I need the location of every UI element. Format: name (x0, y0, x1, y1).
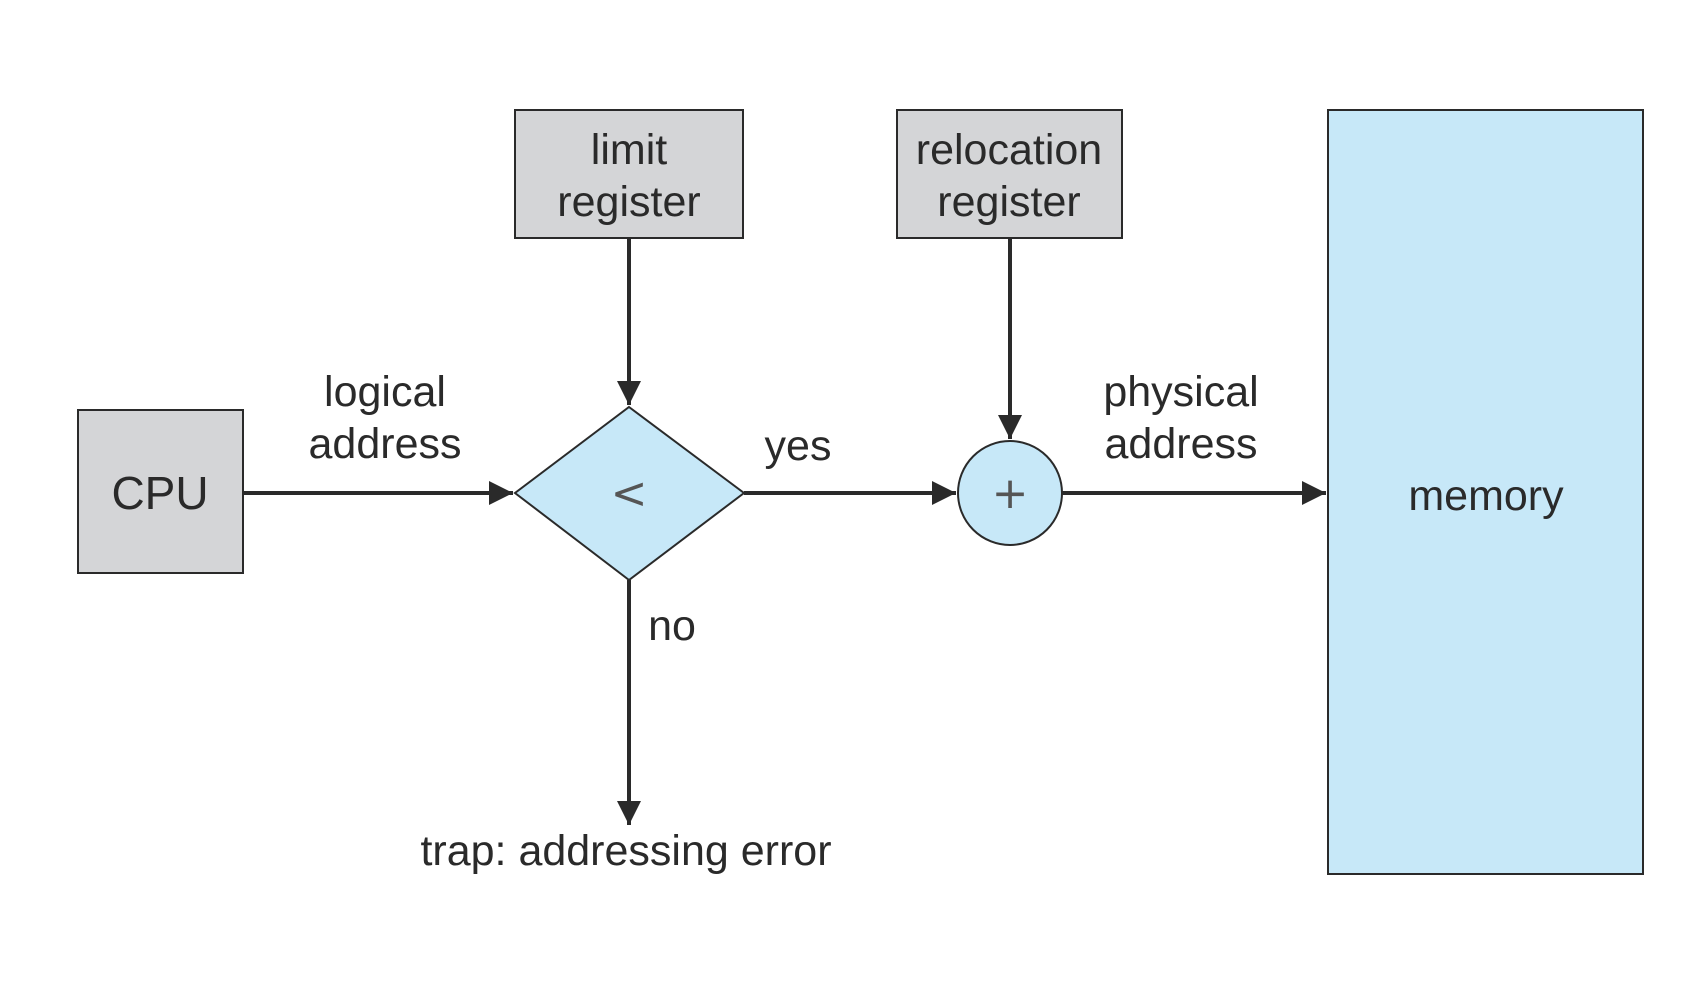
yes-label: yes (765, 422, 832, 470)
limit-register-node: limit register (514, 109, 744, 239)
limit-register-label-line1: limit (591, 126, 667, 174)
memory-node: memory (1327, 109, 1644, 875)
comparator-node: < (513, 405, 746, 582)
relocation-register-node: relocation register (896, 109, 1123, 239)
limit-register-label-line2: register (557, 178, 700, 226)
plus-symbol: + (992, 468, 1029, 519)
relocation-register-label-line1: relocation (916, 126, 1102, 174)
physical-address-label-line2: address (1105, 420, 1258, 468)
less-than-symbol: < (611, 468, 648, 519)
relocation-register-label-line2: register (937, 178, 1080, 226)
logical-address-label-line2: address (309, 420, 462, 468)
adder-node: + (957, 440, 1063, 546)
cpu-label: CPU (111, 467, 208, 519)
no-label: no (648, 602, 696, 650)
trap-addressing-error-label: trap: addressing error (420, 827, 831, 875)
cpu-node: CPU (77, 409, 244, 574)
logical-address-label-line1: logical (324, 368, 446, 416)
memory-label: memory (1408, 472, 1564, 520)
physical-address-label-line1: physical (1103, 368, 1258, 416)
